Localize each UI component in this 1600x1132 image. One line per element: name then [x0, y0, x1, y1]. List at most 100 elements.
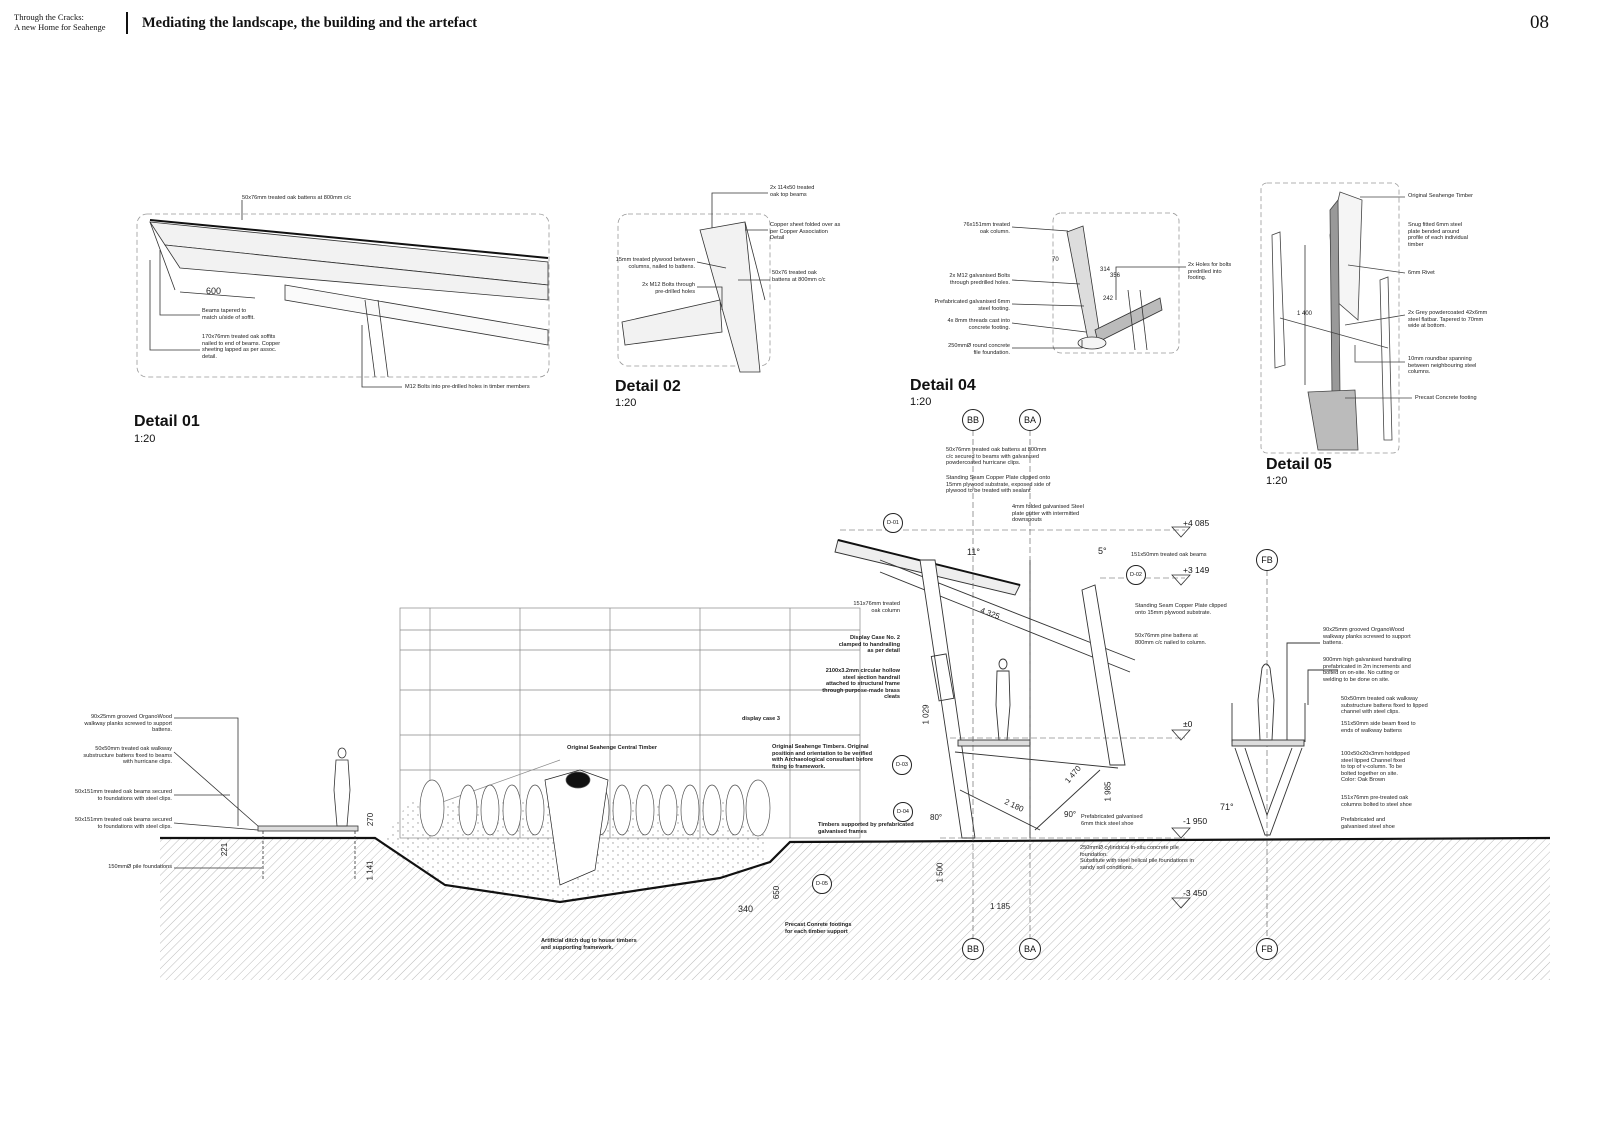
detail-01-title: Detail 01	[134, 413, 200, 430]
main-building	[834, 539, 1136, 839]
label-display-case-2: Display Case No. 2 clamped to handrailin…	[838, 635, 900, 655]
detail-tag-d01[interactable]: D-01	[883, 513, 903, 533]
section-note-oak-column: 151x76mm treated oak column	[853, 601, 900, 614]
label-seahenge-timbers: Original Seahenge Timbers. Original posi…	[772, 744, 874, 770]
dim-1985: 1 985	[1103, 781, 1113, 802]
grid-bubble-ba-bottom: BA	[1019, 938, 1041, 960]
section-note-roof-battens: 50x76mm treated oak battens at 800mm c/c…	[946, 447, 1047, 467]
d04-dim-242: 242	[1103, 296, 1114, 302]
detail-04-frame	[1052, 212, 1180, 354]
ground-line	[160, 836, 1551, 904]
section-note-beams-2: 50x151mm treated oak beams secured to fo…	[74, 817, 172, 830]
dim-270: 270	[366, 812, 376, 827]
section-note-battens: 50x50mm treated oak walkway substructure…	[83, 746, 172, 766]
fb-walkway	[1231, 642, 1338, 836]
grid-bubble-fb-bottom: FB	[1256, 938, 1278, 960]
detail-02-title: Detail 02	[615, 378, 681, 395]
section-note-gutter: 4mm folded galvanised Steel plate gutter…	[1012, 504, 1084, 524]
detail-tag-d04[interactable]: D-04	[893, 802, 913, 822]
detail-01-drawing	[149, 200, 549, 388]
angle-80: 80°	[930, 813, 943, 822]
detail-tag-d02[interactable]: D-02	[1126, 565, 1146, 585]
dim-1029: 1 029	[921, 704, 931, 725]
grid-bubble-bb-bottom: BB	[962, 938, 984, 960]
grid-bubble-ba-top: BA	[1019, 409, 1041, 431]
d02-note-copper: Copper sheet folded over as per Copper A…	[770, 222, 841, 242]
detail-05-frame	[1260, 182, 1400, 454]
level-4085: +4 085	[1183, 518, 1210, 528]
fb-note-handrail: 900mm high galvanised handrailing prefab…	[1323, 657, 1412, 683]
label-footings: Precast Conrete footings for each timber…	[785, 922, 852, 935]
d04-note-footing: Prefabricated galvanised 6mm steel footi…	[934, 299, 1010, 312]
fb-note-side-beam: 151x50mm side beam fixed to ends of walk…	[1341, 721, 1416, 734]
detail-02-scale: 1:20	[615, 397, 637, 409]
left-walkway	[173, 717, 359, 880]
angle-5: 5°	[1098, 546, 1107, 556]
header-divider	[126, 12, 128, 34]
angle-90: 90°	[1064, 810, 1077, 819]
level-3450: -3 450	[1183, 888, 1208, 898]
level-1950: -1 950	[1183, 816, 1208, 826]
detail-04-scale: 1:20	[910, 396, 932, 408]
fb-note-battens: 50x50mm treated oak walkway substructure…	[1341, 696, 1428, 716]
d04-note-column: 76x151mm treated oak column.	[963, 222, 1010, 235]
d02-note-top-beams: 2x 114x50 treated oak top beams	[770, 185, 815, 198]
detail-01-scale: 1:20	[134, 433, 156, 445]
detail-05-drawing	[1271, 191, 1412, 451]
d01-dim: 600	[206, 286, 222, 296]
section-note-planks: 90x25mm grooved OrganoWood walkway plank…	[84, 714, 172, 734]
detail-05-scale: 1:20	[1266, 475, 1288, 487]
level-markers	[1171, 526, 1191, 909]
d05-note-timber: Original Seahenge Timber	[1408, 193, 1473, 199]
dim-340: 340	[738, 904, 754, 914]
d05-note-roundbar: 10mm roundbar spanning between neighbour…	[1408, 356, 1477, 376]
detail-01-frame	[136, 213, 550, 378]
dim-1185: 1 185	[990, 902, 1011, 911]
fb-note-columns: 151x76mm pre-treated oak columns bolted …	[1341, 795, 1412, 808]
sheet-title: Mediating the landscape, the building an…	[142, 15, 478, 31]
detail-tag-d05[interactable]: D-05	[812, 874, 832, 894]
detail-04-title: Detail 04	[910, 377, 976, 394]
label-central-timber: Original Seahenge Central Timber	[567, 745, 658, 751]
angle-11: 11°	[967, 547, 980, 557]
label-handrail: 2100x3.2mm circular hollow steel section…	[822, 668, 900, 701]
grid-bubble-bb-top: BB	[962, 409, 984, 431]
seahenge-timbers	[419, 769, 771, 886]
fb-note-shoe: Prefabricated and galvanised steel shoe	[1341, 817, 1395, 830]
d04-note-threads: 4x 8mm threads cast into concrete footin…	[947, 318, 1011, 331]
grid-bubble-fb-top: FB	[1256, 549, 1278, 571]
fb-note-channel: 100x50x20x3mm hotdipped steel lipped Cha…	[1341, 751, 1410, 784]
d02-note-bolts: 2x M12 Bolts through pre-drilled holes	[642, 282, 695, 295]
section-note-wall-copper: Standing Seam Copper Plate clipped onto …	[1135, 603, 1227, 616]
d01-note-beams: Beams tapered to match u/side of soffit.	[202, 308, 255, 321]
section-note-oak-beams: 151x50mm treated oak beams	[1131, 552, 1207, 558]
detail-frames	[136, 182, 1400, 454]
detail-05-title: Detail 05	[1266, 456, 1332, 473]
angle-71: 71°	[1220, 802, 1234, 812]
ground-hatch	[160, 838, 1550, 980]
section-note-steel-shoe: Prefabricated galvanised 6mm thick steel…	[1081, 814, 1143, 827]
page-number: 08	[1530, 12, 1549, 33]
section-note-pine-battens: 50x76mm pine battens at 800mm c/c nailed…	[1135, 633, 1207, 646]
project-title: Through the Cracks: A new Home for Seahe…	[14, 12, 106, 32]
level-0: ±0	[1183, 719, 1193, 729]
label-display-case-3: display case 3	[742, 716, 780, 722]
d05-note-flatbar: 2x Grey powdercoated 42x6mm steel flatba…	[1408, 310, 1488, 330]
d04-note-holes: 2x Holes for bolts predrilled into footi…	[1188, 262, 1232, 282]
fb-note-planks: 90x25mm grooved OrganoWood walkway plank…	[1323, 627, 1411, 647]
d05-note-plate: Snug fitted 6mm steel plate bended aroun…	[1408, 222, 1469, 248]
d05-note-footing: Precast Concrete footing	[1415, 395, 1477, 401]
d04-dim-70: 70	[1052, 257, 1059, 263]
detail-04-drawing	[1011, 225, 1186, 351]
dim-221: 221	[220, 842, 230, 857]
detail-tag-d03[interactable]: D-03	[892, 755, 912, 775]
d05-dim: 1 400	[1297, 311, 1313, 317]
section-note-pile: 250mmØ cylindrical in-situ concrete pile…	[1080, 845, 1194, 871]
d01-note-battens: 50x76mm treated oak battens at 800mm c/c	[242, 195, 352, 201]
section-note-beams-1: 50x151mm treated oak beams secured to fo…	[74, 789, 172, 802]
d04-note-bolts: 2x M12 galvanised Bolts through predrill…	[949, 273, 1010, 286]
dim-1141: 1 141	[365, 860, 375, 881]
d02-note-plywood: 15mm treated plywood between columns, na…	[615, 257, 695, 270]
label-ditch: Artificial ditch dug to house timbers an…	[541, 938, 637, 951]
d02-note-battens: 50x76 treated oak battens at 800mm c/c	[772, 270, 826, 283]
